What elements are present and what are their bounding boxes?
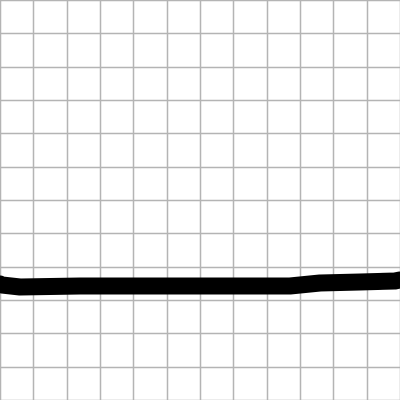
drawn-stroke [0, 271, 400, 296]
